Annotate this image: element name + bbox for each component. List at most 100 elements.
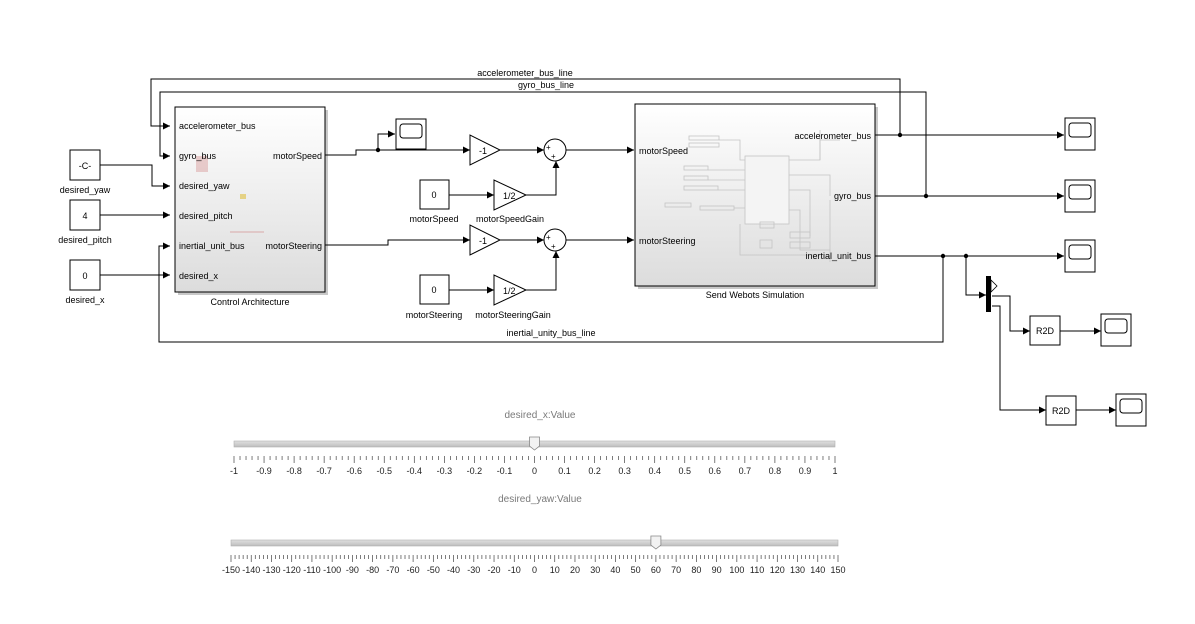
ctrl-input-gyro-bus: gyro_bus — [179, 151, 217, 161]
slider-tick-label: 50 — [631, 565, 641, 575]
svg-text:0: 0 — [431, 285, 436, 295]
slider-tick-label: -110 — [303, 565, 320, 575]
ctrl-output-motor-steering: motorSteering — [265, 241, 322, 251]
r2d-scope-2[interactable] — [1115, 393, 1147, 427]
sum-sign-plus-bottom: + — [551, 152, 556, 161]
desired-x-constant-block[interactable]: 0 — [69, 259, 101, 291]
desired-pitch-label: desired_pitch — [58, 235, 112, 245]
slider-tick-label: -1 — [230, 466, 238, 476]
inertial-unity-bus-line-label: inertial_unity_bus_line — [506, 328, 595, 338]
control-architecture-subsystem[interactable] — [174, 106, 328, 295]
webots-output-inertial-unit-bus: inertial_unit_bus — [805, 251, 871, 261]
inertial-unit-scope[interactable] — [1064, 239, 1096, 273]
motor-steering-gain-label: motorSteeringGain — [475, 310, 551, 320]
gyro-bus-line-label: gyro_bus_line — [518, 80, 574, 90]
svg-text:1/2: 1/2 — [503, 286, 516, 296]
bus-selector-block[interactable] — [986, 276, 998, 312]
motor-steering-negate-gain[interactable]: -1 — [469, 224, 502, 256]
desired-yaw-slider[interactable]: -150-140-130-120-110-100-90-80-70-60-50-… — [222, 535, 846, 575]
ctrl-input-desired-pitch: desired_pitch — [179, 211, 233, 221]
slider-thumb[interactable] — [650, 535, 662, 550]
slider-tick-label: 130 — [790, 565, 805, 575]
slider-tick-label: -90 — [346, 565, 359, 575]
desired-yaw-label: desired_yaw — [60, 185, 111, 195]
slider-tick-label: 70 — [671, 565, 681, 575]
svg-text:-1: -1 — [479, 146, 487, 156]
accelerometer-feedback-line[interactable] — [150, 78, 901, 135]
slider-tick-label: -0.4 — [407, 466, 423, 476]
webots-output-accelerometer-bus: accelerometer_bus — [794, 131, 871, 141]
motor-steering-gain-block[interactable]: 1/2 — [493, 274, 528, 306]
slider-tick-label: -0.6 — [346, 466, 362, 476]
motor-speed-gain-label: motorSpeedGain — [476, 214, 544, 224]
motor-steering-constant-label: motorSteering — [406, 310, 463, 320]
slider-tick-label: 140 — [810, 565, 825, 575]
desired-pitch-constant-block[interactable]: 4 — [69, 199, 101, 231]
slider-tick-label: -20 — [488, 565, 501, 575]
slider-tick-label: 150 — [830, 565, 845, 575]
slider-tick-label: -0.3 — [437, 466, 453, 476]
desired-pitch-value: 4 — [82, 211, 87, 221]
slider-tick-label: -0.1 — [497, 466, 513, 476]
motor-steering-sum[interactable]: + + — [543, 228, 567, 252]
svg-text:1/2: 1/2 — [503, 191, 516, 201]
slider-tick-label: -0.9 — [256, 466, 272, 476]
control-architecture-title: Control Architecture — [210, 297, 289, 307]
svg-text:+: + — [546, 233, 551, 242]
slider-tick-label: 0.2 — [588, 466, 601, 476]
motor-steering-lines[interactable] — [325, 236, 634, 294]
slider-tick-label: -10 — [508, 565, 521, 575]
send-webots-simulation-subsystem[interactable] — [634, 103, 878, 289]
motor-steering-constant-block[interactable]: 0 — [419, 274, 450, 305]
slider-tick-label: -140 — [242, 565, 260, 575]
inertial-feedback-line[interactable] — [158, 242, 944, 343]
desired-x-label: desired_x — [65, 295, 105, 305]
webots-output-gyro-bus: gyro_bus — [834, 191, 872, 201]
ctrl-input-desired-yaw: desired_yaw — [179, 181, 230, 191]
accelerometer-scope[interactable] — [1064, 117, 1096, 151]
slider-thumb[interactable] — [529, 436, 540, 451]
slider-track[interactable] — [230, 539, 839, 547]
r2d-scope-1[interactable] — [1100, 313, 1132, 347]
accelerometer-bus-line-label: accelerometer_bus_line — [477, 68, 573, 78]
slider-tick-label: -150 — [222, 565, 240, 575]
desired-yaw-constant-block[interactable]: -C- — [69, 149, 101, 181]
r2d-conversion-block-1[interactable]: R2D — [1029, 315, 1061, 346]
slider-tick-label: -0.7 — [316, 466, 332, 476]
slider-tick-label: 120 — [770, 565, 785, 575]
gyro-scope[interactable] — [1064, 179, 1096, 213]
svg-text:+: + — [551, 242, 556, 251]
slider-tick-label: -0.8 — [286, 466, 302, 476]
slider-tick-label: -0.5 — [376, 466, 392, 476]
gyro-feedback-line[interactable] — [159, 91, 927, 196]
slider-tick-label: 60 — [651, 565, 661, 575]
motor-speed-gain-block[interactable]: 1/2 — [493, 179, 528, 211]
svg-text:-1: -1 — [479, 236, 487, 246]
svg-text:0: 0 — [431, 190, 436, 200]
motor-speed-lines[interactable] — [325, 130, 634, 199]
slider-tick-label: 0 — [532, 466, 537, 476]
slider-tick-label: 0.9 — [799, 466, 812, 476]
slider-tick-label: 0.4 — [648, 466, 661, 476]
motor-speed-constant-block[interactable]: 0 — [419, 179, 450, 210]
slider-tick-label: -130 — [262, 565, 280, 575]
slider-tick-label: 0 — [532, 565, 537, 575]
slider-tick-label: 80 — [691, 565, 701, 575]
desired-x-value: 0 — [82, 271, 87, 281]
desired-x-slider-title: desired_x:Value — [504, 410, 576, 421]
desired-yaw-slider-title: desired_yaw:Value — [498, 494, 582, 505]
motor-speed-negate-gain[interactable]: -1 — [469, 134, 502, 166]
slider-tick-label: 20 — [570, 565, 580, 575]
webots-input-motor-speed: motorSpeed — [639, 146, 688, 156]
internal-preview-mark — [240, 194, 246, 199]
input-connection-lines[interactable] — [100, 164, 170, 279]
motor-speed-scope[interactable] — [395, 118, 427, 150]
slider-tick-label: -30 — [467, 565, 480, 575]
output-connection-lines[interactable] — [875, 131, 1116, 414]
slider-tick-label: 0.8 — [769, 466, 782, 476]
slider-tick-label: 0.6 — [709, 466, 722, 476]
slider-tick-label: -40 — [447, 565, 460, 575]
motor-speed-sum[interactable]: + + — [543, 138, 567, 162]
r2d-conversion-block-2[interactable]: R2D — [1045, 395, 1077, 426]
